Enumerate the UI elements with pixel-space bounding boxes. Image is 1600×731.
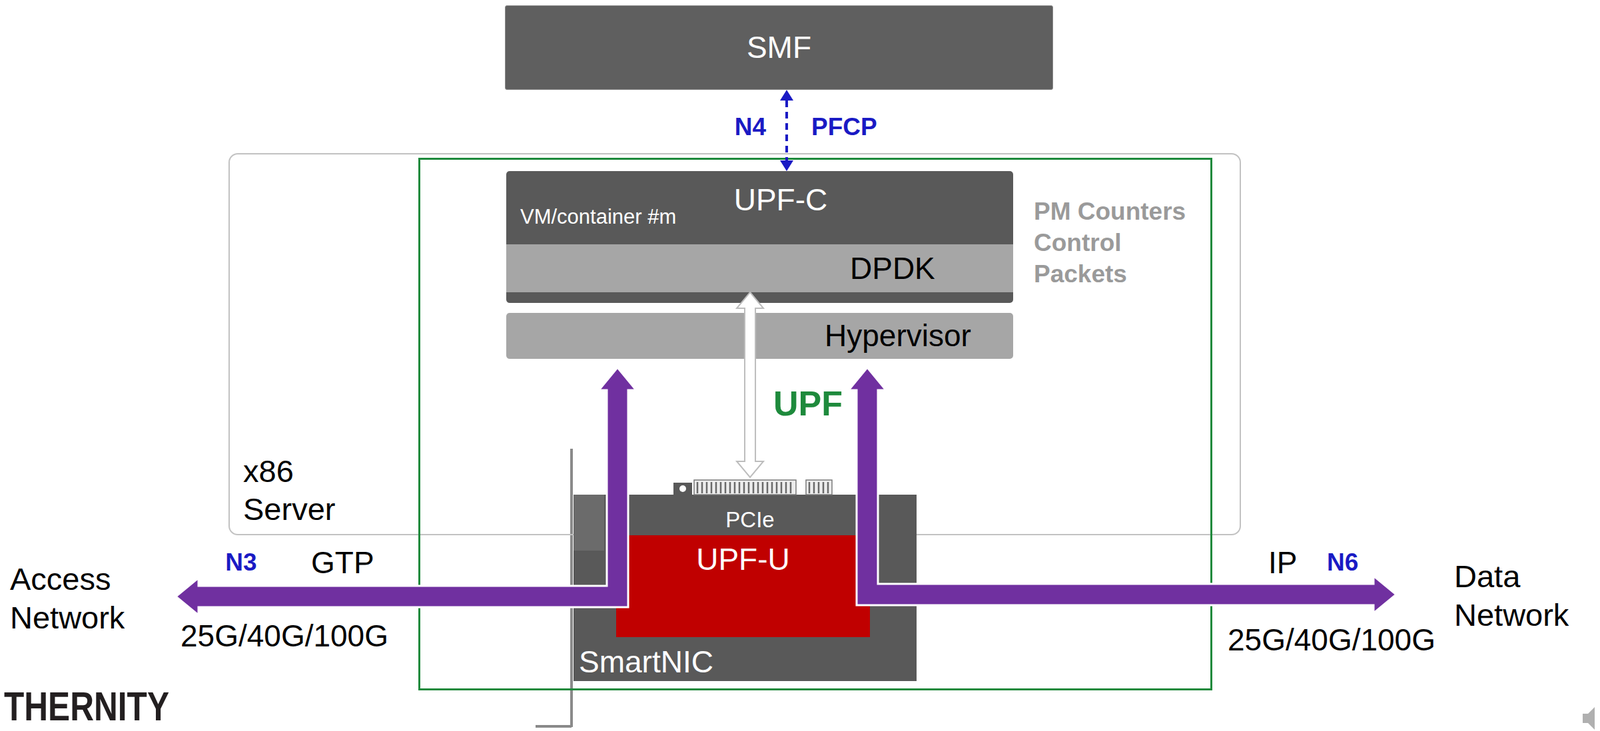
pcie-pin [808, 482, 811, 494]
hypervisor-bar: Hypervisor [506, 313, 1014, 360]
label-slot: GTP [311, 545, 375, 581]
pcie-pin [762, 482, 765, 494]
server-label: x86 Server [243, 452, 354, 529]
label-slot: N4 [734, 113, 767, 142]
interface-name: N4 [734, 113, 767, 142]
label-slot: 25G/40G/100G [1227, 622, 1436, 659]
text-slot: UPF [773, 384, 843, 425]
label-slot: PM Counters Control Packets [1033, 196, 1201, 291]
pcie-pin [817, 482, 820, 494]
text-slot: UPF-C [734, 182, 828, 218]
pcie-pin [757, 482, 760, 494]
pcie-pin [752, 482, 755, 494]
link-speed: 25G/40G/100G [180, 618, 389, 655]
connector-arrow [736, 292, 764, 478]
pcie-pin [701, 482, 704, 494]
vm-label: VM/container #m [520, 205, 677, 230]
bus-name: PCIe [725, 507, 775, 533]
pcie-pins [694, 480, 797, 495]
dpdk-bar: DPDK [506, 244, 1014, 293]
card-bracket [535, 725, 572, 729]
card-tab [673, 482, 693, 495]
network-name: Access Network [9, 560, 144, 638]
note-text: PM Counters Control Packets [1033, 196, 1201, 291]
label-slot: N6 [1326, 548, 1359, 578]
pcie-pin [715, 482, 718, 494]
box-title: UPF-U [696, 542, 791, 578]
text-slot: SmartNIC [578, 644, 714, 681]
pcie-pin [738, 482, 741, 494]
pcie-pin [724, 482, 727, 494]
card-bracket [570, 448, 573, 728]
text-slot: Hypervisor [824, 318, 972, 354]
pcie-pin [771, 482, 774, 494]
box-title: SMF [746, 29, 812, 66]
network-function-box: SMF [504, 5, 1054, 90]
pcie-pin [729, 482, 732, 494]
logo-text: THERNITY [3, 686, 170, 728]
label-slot: N3 [225, 548, 257, 578]
protocol-name: GTP [311, 545, 375, 581]
interface-name: N3 [225, 548, 257, 578]
n6-traffic-arrow [848, 367, 1397, 614]
card-body [573, 494, 917, 682]
connector-line [785, 100, 789, 161]
protocol-name: IP [1268, 545, 1297, 581]
pcie-pin [776, 482, 779, 494]
pcie-pins [805, 480, 832, 495]
control-plane-box: VM/container #m UPF-C DPDK [506, 171, 1014, 304]
pcie-pin [790, 482, 793, 494]
card-label: SmartNIC [578, 644, 714, 681]
text-slot: VM/container #m [520, 205, 677, 230]
pcie-pin [780, 482, 783, 494]
text-slot: x86 Server [243, 452, 354, 529]
label-slot: THERNITY [3, 686, 211, 728]
protocol-name: PFCP [811, 113, 878, 142]
pcie-pin [827, 482, 830, 494]
pcie-pin [813, 482, 816, 494]
label-slot: PFCP [811, 113, 878, 142]
card-bracket-plate [573, 494, 605, 551]
text-slot: SMF [746, 29, 812, 66]
arrow-head [780, 89, 794, 101]
n3-traffic-arrow [175, 367, 637, 616]
link-speed: 25G/40G/100G [1227, 622, 1436, 659]
layer-label: DPDK [849, 251, 936, 287]
network-name: Data Network [1454, 557, 1588, 635]
box-title: UPF-C [734, 182, 828, 218]
speaker-icon [1582, 707, 1595, 731]
pcie-pin [748, 482, 751, 494]
arrow-head [780, 160, 794, 172]
pcie-pin [822, 482, 825, 494]
label-slot: Data Network [1454, 557, 1588, 635]
label-slot: PCIe [725, 507, 775, 533]
card-hole [679, 485, 687, 493]
pfcp-connector [780, 89, 794, 172]
label-slot: IP [1268, 545, 1297, 581]
label-slot: 25G/40G/100G [180, 618, 389, 655]
user-plane-chip: UPF-U [616, 535, 870, 638]
label-slot: Access Network [9, 560, 144, 638]
pcie-pin [766, 482, 769, 494]
pcie-pin [696, 482, 699, 494]
pcie-pin [785, 482, 788, 494]
pcie-pin [720, 482, 723, 494]
text-slot: UPF-U [696, 542, 791, 578]
interface-name: N6 [1326, 548, 1359, 578]
pcie-pin [734, 482, 737, 494]
text-slot: DPDK [849, 251, 936, 287]
pcie-pin [743, 482, 746, 494]
layer-label: Hypervisor [824, 318, 972, 354]
pcie-pin [710, 482, 713, 494]
upf-label: UPF [773, 384, 843, 425]
pcie-pin [706, 482, 709, 494]
pcie-connector [736, 292, 764, 478]
